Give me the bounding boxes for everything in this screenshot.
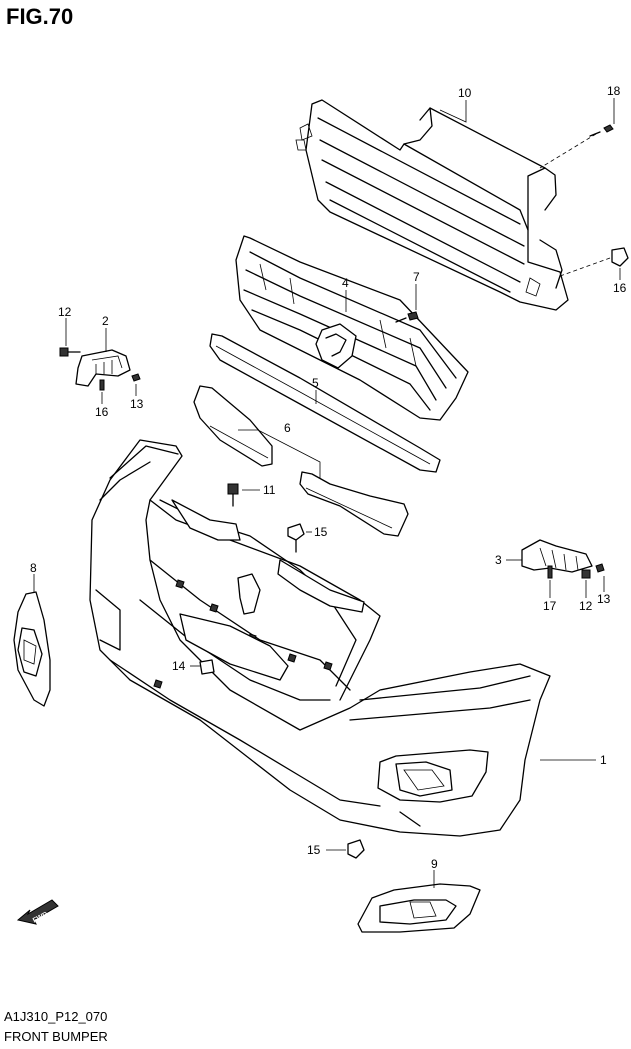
fwd-arrow-icon: FWD — [16, 899, 59, 925]
part-4-front-grille — [235, 235, 469, 421]
part-10-upper-grille — [295, 99, 569, 311]
callout-16-left: 16 — [95, 405, 109, 419]
page-title: FIG.70 — [6, 4, 74, 29]
callout-7: 7 — [413, 270, 420, 284]
callout-9: 9 — [431, 857, 438, 871]
callout-15-bottom: 15 — [307, 843, 321, 857]
callout-12-left: 12 — [58, 305, 72, 319]
callout-16-right: 16 — [613, 281, 627, 295]
fasteners — [59, 98, 629, 859]
diagram-code: A1J310_P12_070 — [4, 1009, 108, 1024]
callout-11: 11 — [263, 483, 276, 497]
part-3-bracket-right — [521, 539, 593, 573]
callout-12-right: 12 — [579, 599, 593, 613]
callout-1: 1 — [600, 753, 607, 767]
callout-8: 8 — [30, 561, 37, 575]
callout-14: 14 — [172, 659, 186, 673]
part-2-bracket-left — [75, 349, 131, 387]
part-9-fog-cover-right — [357, 870, 481, 933]
part-8-fog-cover-left — [13, 574, 51, 707]
callout-18: 18 — [607, 84, 621, 98]
callout-labels: 1 2 3 4 5 6 7 8 9 10 11 12 12 13 13 14 1… — [30, 84, 627, 871]
part-5-grille-strip — [209, 333, 441, 473]
callout-13-left: 13 — [130, 397, 144, 411]
callout-15-top: 15 — [314, 525, 328, 539]
callout-2: 2 — [102, 314, 109, 328]
callout-3: 3 — [495, 553, 502, 567]
part-6-moldings — [193, 385, 409, 537]
callout-6: 6 — [284, 421, 291, 435]
part-1-front-bumper — [89, 439, 596, 837]
callout-10: 10 — [458, 86, 472, 100]
callout-4: 4 — [342, 276, 349, 290]
callout-13-right: 13 — [597, 592, 611, 606]
diagram-caption: FRONT BUMPER — [4, 1029, 108, 1044]
callout-5: 5 — [312, 376, 319, 390]
callout-17: 17 — [543, 599, 557, 613]
